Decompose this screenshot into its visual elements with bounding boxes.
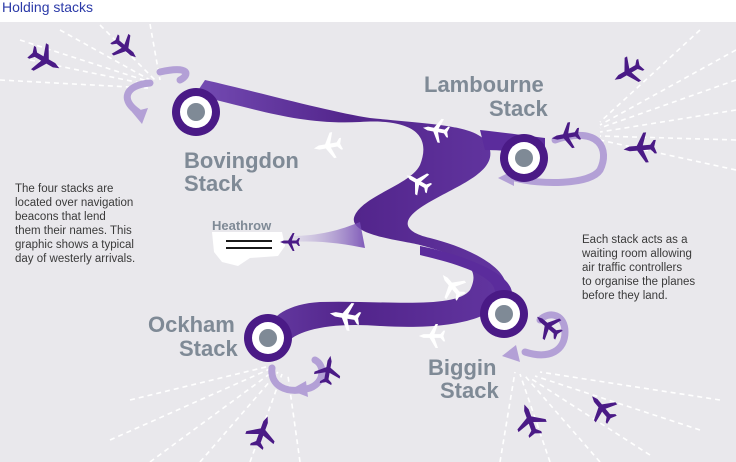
airport-label: Heathrow: [212, 218, 272, 233]
stack-label-ockham-suffix: Stack: [179, 336, 238, 361]
note-line: before they land.: [582, 290, 668, 302]
loop-arrowheads: [132, 108, 520, 397]
note-line: located over navigation: [15, 197, 134, 209]
header: Holding stacks: [0, 0, 736, 22]
note-line: air traffic controllers: [582, 262, 683, 274]
stack-label-lambourne-suffix: Stack: [489, 96, 548, 121]
note-line: to organise the planes: [582, 276, 696, 288]
note-line: waiting room allowing: [582, 248, 692, 260]
note-line: them their names. This: [15, 225, 132, 237]
beacon-icon: [172, 88, 220, 136]
note-left: The four stacks are located over navigat…: [15, 182, 165, 266]
note-line: The four stacks are: [15, 183, 114, 195]
stack-label-biggin: Biggin: [428, 355, 496, 380]
stack-label-ockham: Ockham: [148, 312, 235, 337]
beacon-icon: [480, 290, 528, 338]
stack-label-bovingdon-suffix: Stack: [184, 171, 243, 196]
stack-label-bovingdon: Bovingdon: [184, 148, 299, 173]
stack-label-lambourne: Lambourne: [424, 72, 544, 97]
note-line: day of westerly arrivals.: [15, 253, 136, 265]
note-line: graphic shows a typical: [15, 239, 134, 251]
beacon-icon: [244, 314, 292, 362]
note-line: Each stack acts as a: [582, 234, 688, 246]
stack-label-biggin-suffix: Stack: [440, 378, 499, 403]
page-title: Holding stacks: [2, 0, 94, 15]
beacon-icon: [500, 134, 548, 182]
runway-icon: [226, 240, 272, 249]
holding-loops: [123, 66, 607, 394]
note-right: Each stack acts as a waiting room allowi…: [582, 233, 732, 303]
diagram-background: [0, 22, 736, 462]
note-line: beacons that lend: [15, 211, 106, 223]
holding-stacks-diagram: Bovingdon Stack Lambourne Stack Ockham S…: [0, 22, 736, 462]
